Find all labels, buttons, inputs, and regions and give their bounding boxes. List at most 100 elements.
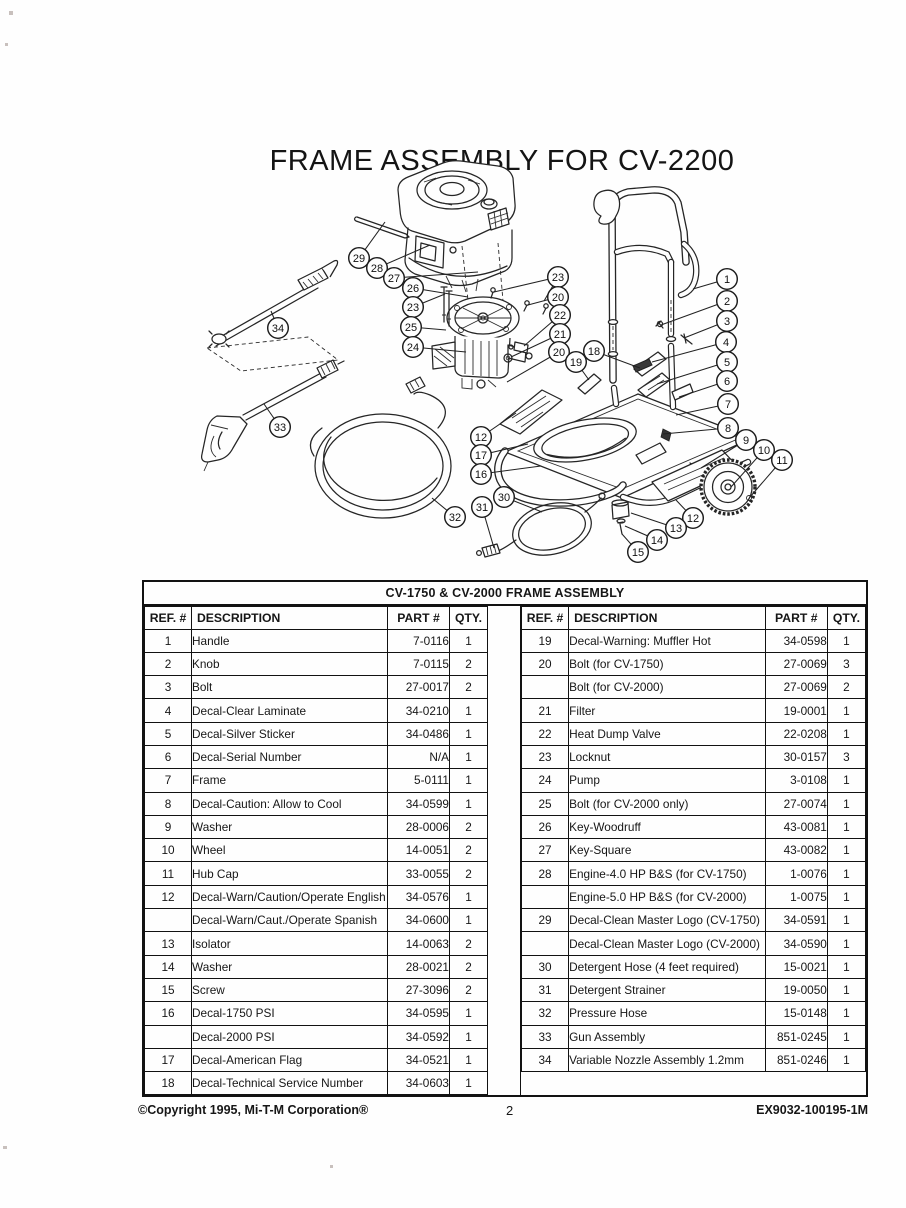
svg-text:10: 10 xyxy=(758,445,770,457)
svg-text:31: 31 xyxy=(476,502,488,514)
svg-text:23: 23 xyxy=(552,272,564,284)
svg-text:13: 13 xyxy=(670,523,682,535)
desc-cell: Decal-American Flag xyxy=(191,1047,388,1073)
column-header: REF. # xyxy=(520,606,570,630)
qty-cell: 1 xyxy=(449,1047,488,1073)
ref-cell: 4 xyxy=(144,698,192,723)
svg-text:33: 33 xyxy=(274,422,286,434)
ref-cell: 34 xyxy=(520,1047,570,1073)
desc-cell: Engine-4.0 HP B&S (for CV-1750) xyxy=(568,861,766,886)
svg-text:20: 20 xyxy=(553,347,565,359)
callout-11: 11 xyxy=(749,448,794,498)
desc-cell: Handle xyxy=(191,628,388,653)
qty-cell: 1 xyxy=(449,1001,488,1026)
callout-24: 24 xyxy=(401,335,467,359)
desc-cell: Decal-Serial Number xyxy=(191,744,388,770)
table-title: CV-1750 & CV-2000 FRAME ASSEMBLY xyxy=(144,582,866,606)
callout-27: 27 xyxy=(382,266,479,290)
part-cell: 28-0006 xyxy=(387,814,450,840)
callout-32: 32 xyxy=(431,497,467,529)
qty-cell: 2 xyxy=(449,977,488,1003)
part-cell: 34-0595 xyxy=(387,1001,450,1026)
column-header: REF. # xyxy=(144,606,192,630)
column-header: QTY. xyxy=(826,606,867,630)
desc-cell: Engine-5.0 HP B&S (for CV-2000) xyxy=(568,884,766,910)
scan-artifact xyxy=(3,1146,7,1149)
pressure-hose-drawing xyxy=(309,376,452,519)
qty-cell: 1 xyxy=(449,768,488,793)
part-cell: 34-0591 xyxy=(764,908,828,933)
desc-cell: Isolator xyxy=(191,931,388,956)
qty-cell: 3 xyxy=(826,651,867,677)
callout-7: 7 xyxy=(675,392,740,416)
svg-text:19: 19 xyxy=(570,357,582,369)
callout-14: 14 xyxy=(624,525,669,552)
table-gap xyxy=(487,606,520,1095)
callout-21: 21 xyxy=(510,322,572,358)
qty-cell: 1 xyxy=(826,1024,867,1049)
qty-cell: 1 xyxy=(826,931,867,956)
qty-cell: 1 xyxy=(826,908,867,933)
ref-cell: 23 xyxy=(520,744,570,770)
svg-text:27: 27 xyxy=(388,273,400,285)
ref-cell: 33 xyxy=(520,1024,570,1049)
callout-8: 8 xyxy=(662,416,740,440)
svg-text:22: 22 xyxy=(554,310,566,322)
part-cell: 34-0590 xyxy=(764,931,828,956)
svg-text:11: 11 xyxy=(776,455,787,467)
part-cell: 34-0598 xyxy=(764,628,828,653)
desc-cell: Key-Square xyxy=(568,838,766,863)
ref-cell: 15 xyxy=(144,977,192,1003)
ref-cell: 21 xyxy=(520,698,570,723)
qty-cell: 1 xyxy=(826,838,867,863)
scan-artifact xyxy=(5,43,8,46)
desc-cell: Locknut xyxy=(568,744,766,770)
part-cell: 7-0115 xyxy=(387,651,450,677)
ref-cell: 30 xyxy=(520,954,570,979)
part-cell: 14-0051 xyxy=(387,838,450,863)
page-footer: ©Copyright 1995, Mi-T-M Corporation® 2 E… xyxy=(138,1103,868,1121)
ref-cell: 18 xyxy=(144,1071,192,1096)
callout-1: 1 xyxy=(692,267,739,291)
desc-cell: Hub Cap xyxy=(191,861,388,886)
ref-cell: 10 xyxy=(144,838,192,863)
ref-cell: 26 xyxy=(520,814,570,840)
svg-text:5: 5 xyxy=(724,357,730,369)
callout-22: 22 xyxy=(523,303,572,347)
qty-cell: 2 xyxy=(826,675,867,700)
qty-cell: 1 xyxy=(826,977,867,1003)
desc-cell: Decal-Technical Service Number xyxy=(191,1071,388,1096)
qty-cell: 1 xyxy=(826,768,867,793)
gun-drawing xyxy=(201,359,345,472)
part-cell: 5-0111 xyxy=(387,768,450,793)
svg-text:28: 28 xyxy=(371,263,383,275)
scan-artifact xyxy=(330,1165,333,1168)
qty-cell: 1 xyxy=(826,791,867,816)
desc-cell: Detergent Hose (4 feet required) xyxy=(568,954,766,979)
desc-cell: Decal-1750 PSI xyxy=(191,1001,388,1026)
copyright-text: ©Copyright 1995, Mi-T-M Corporation® xyxy=(138,1103,369,1117)
parts-table: CV-1750 & CV-2000 FRAME ASSEMBLY REF. # D… xyxy=(142,580,868,1097)
callout-18: 18 xyxy=(582,339,641,369)
ref-cell: 20 xyxy=(520,651,570,677)
ref-cell: 8 xyxy=(144,791,192,816)
pump-drawing xyxy=(431,286,549,390)
desc-cell: Heat Dump Valve xyxy=(568,721,766,746)
part-cell: 15-0148 xyxy=(764,1001,828,1026)
qty-cell: 2 xyxy=(449,675,488,700)
part-cell: N/A xyxy=(387,744,450,770)
